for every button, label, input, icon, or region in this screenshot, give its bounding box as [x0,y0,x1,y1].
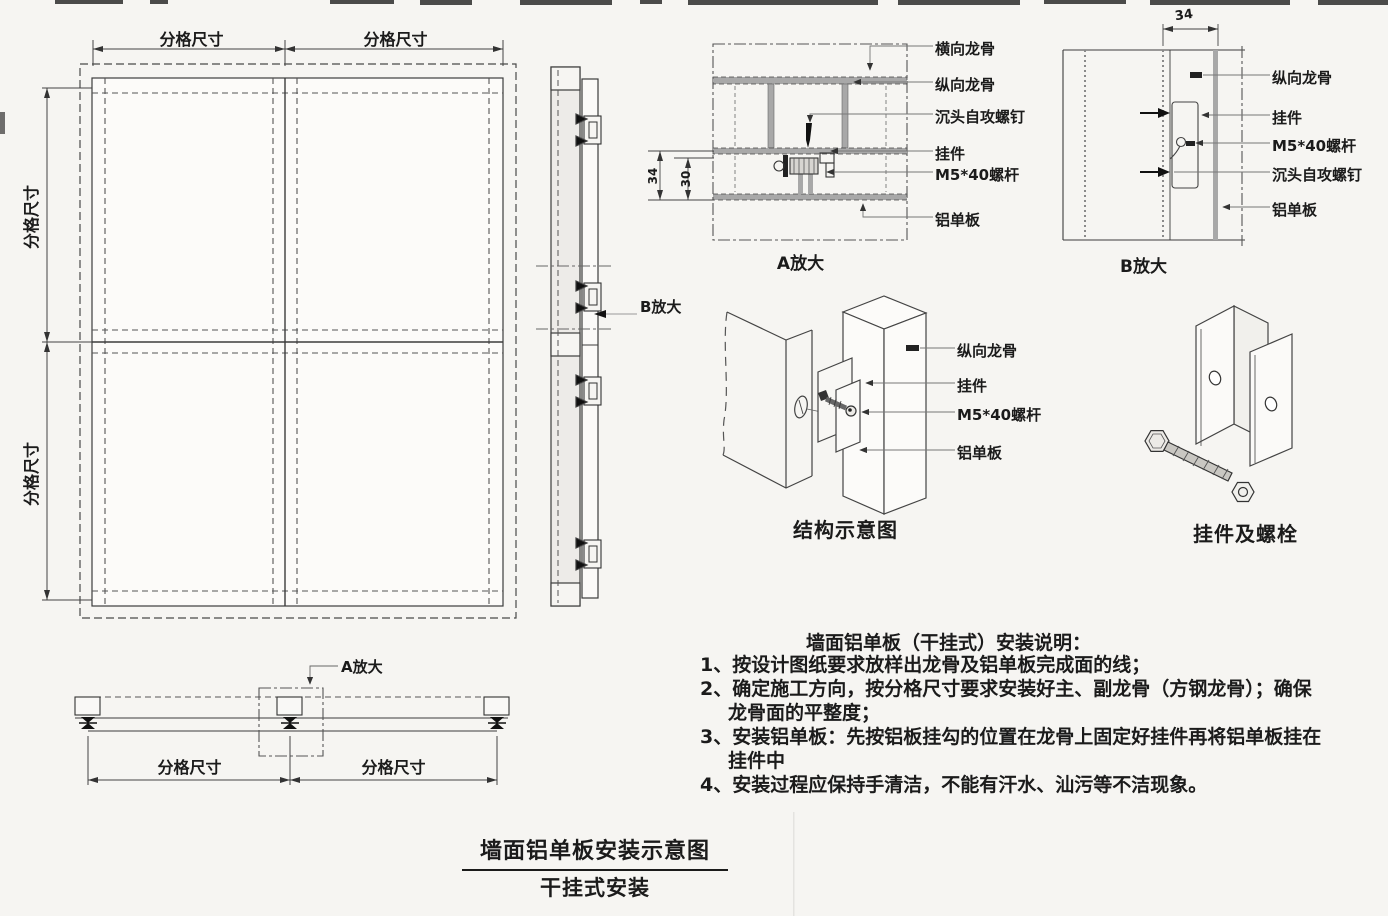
note-line: 3、安装铝单板：先按铝板挂勾的位置在龙骨上固定好挂件再将铝单板挂在 [700,726,1322,748]
elevation-dim-left-upper: 分格尺寸 [22,185,41,250]
detail-b-label-hanger: 挂件 [1272,109,1303,127]
note-line: 2、确定施工方向，按分格尺寸要求安装好主、副龙骨（方钢龙骨）；确保 [700,678,1312,700]
elevation-dim-left-lower: 分格尺寸 [22,442,41,507]
detail-a-label-hengxiang-longgu: 横向龙骨 [935,40,996,58]
structure-label-panel: 铝单板 [957,444,1003,462]
plan-callout-a: A放大 [341,658,383,676]
elevation-drawing [42,40,517,619]
detail-a-label-zongxiang-longgu: 纵向龙骨 [935,76,996,94]
detail-b-caption: B放大 [1120,257,1167,277]
detail-a-dim-30: 30 [679,170,693,188]
detail-b-label-panel: 铝单板 [1272,201,1318,219]
note-line: 1、按设计图纸要求放样出龙骨及铝单板完成面的线； [700,654,1151,676]
elevation-dim-top-right: 分格尺寸 [363,30,428,49]
structure-label-rod: M5*40螺杆 [957,406,1042,424]
detail-a-label-panel: 铝单板 [935,211,981,229]
scan-artifacts [0,0,1388,134]
note-line: 4、安装过程应保持手清洁，不能有汗水、汕污等不洁现象。 [700,774,1208,796]
detail-a-label-rod: M5*40螺杆 [935,166,1020,184]
structure-label-hanger: 挂件 [957,377,988,395]
detail-a-dim-34: 34 [646,167,660,185]
structure-caption: 结构示意图 [793,518,898,542]
hanger-bolt-drawing [1144,305,1293,503]
side-view-drawing [536,66,637,607]
detail-b-label-screw: 沉头自攻螺钉 [1272,166,1363,184]
detail-a-label-hanger: 挂件 [935,145,966,163]
detail-a-caption: A放大 [776,254,825,274]
hanger-bolt-caption: 挂件及螺栓 [1193,522,1298,546]
elevation-dim-top-left: 分格尺寸 [159,30,224,49]
notes-title: 墙面铝单板（干挂式）安装说明： [806,632,1092,654]
sheet-title: 墙面铝单板安装示意图 [462,833,728,871]
installation-notes: 1、按设计图纸要求放样出龙骨及铝单板完成面的线； 2、确定施工方向，按分格尺寸要… [700,653,1388,797]
plan-dim-left: 分格尺寸 [157,758,222,777]
note-line: 龙骨面的平整度； [728,702,881,724]
sheet-subtitle: 干挂式安装 [540,876,650,900]
detail-a-label-screw: 沉头自攻螺钉 [935,108,1026,126]
structure-label-zongxiang-longgu: 纵向龙骨 [957,342,1018,360]
detail-a-drawing [648,43,933,241]
plan-dim-right: 分格尺寸 [361,758,426,777]
detail-b-label-rod: M5*40螺杆 [1272,137,1357,155]
detail-b-drawing [1062,24,1270,246]
structure-drawing [722,295,955,515]
plan-view-drawing [74,665,510,785]
note-line: 挂件中 [728,750,786,772]
side-view-callout-b: B放大 [640,298,682,316]
detail-b-label-zongxiang-longgu: 纵向龙骨 [1272,69,1333,87]
